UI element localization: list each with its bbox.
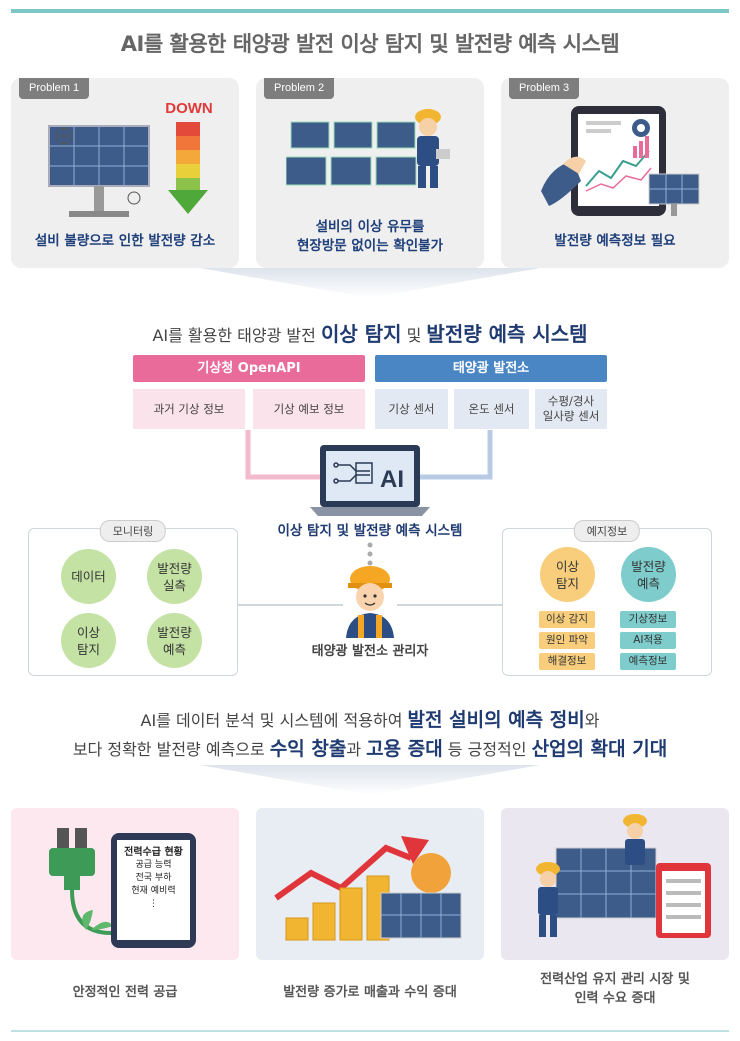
benefit-caption: 전력산업 유지 관리 시장 및 인력 수요 증대 <box>501 970 729 1008</box>
connector-left <box>238 604 343 606</box>
data-flow-connectors <box>245 430 493 480</box>
summary-text: AI를 데이터 분석 및 시스템에 적용하여 <box>140 711 408 730</box>
caption-line: 전력산업 유지 관리 시장 및 <box>540 972 690 987</box>
benefit-caption: 발전량 증가로 매출과 수익 증대 <box>283 985 457 1000</box>
bottom-divider <box>11 1030 729 1032</box>
circle-line: 탐지 <box>555 575 579 591</box>
benefit-card-2 <box>256 808 484 960</box>
summary-line-2: 보다 정확한 발전량 예측으로 수익 창출과 고용 증대 등 긍정적인 산업의 … <box>0 734 740 761</box>
funnel-arrow <box>200 765 540 795</box>
pill-weather: 기상정보 <box>620 611 676 628</box>
source-item: 수평/경사 일사량 센서 <box>535 389 607 429</box>
broken-solar-panel-illustration: DOWN <box>48 100 213 217</box>
solar-field-worker-illustration <box>286 109 450 188</box>
source-kma-openapi: 기상청 OpenAPI <box>133 355 365 382</box>
monitoring-tag: 모니터링 <box>99 520 167 542</box>
tablet-line: ⋮ <box>149 899 158 909</box>
problem-tag: Problem 1 <box>19 78 90 99</box>
circle-line: 이상 <box>555 558 579 574</box>
summary-bold: 고용 증대 <box>366 738 443 760</box>
benefit-card-1: 전력수급 현황 공급 능력 전국 부하 현재 예비력 ⋮ <box>11 808 239 960</box>
circle-data: 데이터 <box>61 549 116 604</box>
circle-line: 탐지 <box>76 641 100 657</box>
problem-card-2: Problem 2 설비의 이상 유무를 현장방문 없이는 확인불가 <box>256 78 484 268</box>
workers-maintenance-illustration <box>536 814 711 938</box>
top-divider <box>11 9 729 13</box>
manager-label: 태양광 발전소 관리자 <box>311 644 429 659</box>
tablet-screen: 전력수급 현황 공급 능력 전국 부하 현재 예비력 ⋮ <box>117 846 190 911</box>
tablet-line: 공급 능력 <box>135 860 172 870</box>
ai-laptop-icon: AI <box>310 445 430 516</box>
source-item-line: 일사량 센서 <box>542 409 600 423</box>
circle-line: 이상 <box>76 624 100 640</box>
forecast-tag: 예지정보 <box>573 520 641 542</box>
summary-text: 와 <box>584 711 600 730</box>
caption-line: 현장방문 없이는 확인불가 <box>296 238 444 254</box>
summary-bold: 수익 창출 <box>269 738 347 760</box>
problem-caption: 설비의 이상 유무를 현장방문 없이는 확인불가 <box>256 218 484 256</box>
benefit-caption: 안정적인 전력 공급 <box>72 985 178 1000</box>
problem-card-3: Problem 3 발전량 예측정보 필요 <box>501 78 729 268</box>
circle-line: 실측 <box>162 577 186 593</box>
benefit-card-3 <box>501 808 729 960</box>
source-item: 기상 센서 <box>375 389 448 429</box>
problem-tag: Problem 3 <box>509 78 580 99</box>
summary-text: 보다 정확한 발전량 예측으로 <box>72 740 270 759</box>
problem-tag: Problem 2 <box>264 78 335 99</box>
power-plug-tablet-illustration <box>49 828 196 948</box>
circle-line: 예측 <box>636 575 660 591</box>
system-subtitle: AI를 활용한 태양광 발전 이상 탐지 및 발전량 예측 시스템 <box>0 318 740 347</box>
revenue-growth-illustration <box>274 836 462 941</box>
source-item-line: 수평/경사 <box>547 394 595 408</box>
pill-ai: AI적용 <box>620 632 676 649</box>
circle-line: 발전량 <box>157 624 192 640</box>
circle-line: 발전량 <box>157 560 192 576</box>
problem-caption: 발전량 예측정보 필요 <box>554 233 676 249</box>
pill-forecast-info: 예측정보 <box>620 653 676 670</box>
subtitle-text: AI를 활용한 태양광 발전 <box>152 326 321 345</box>
source-item: 과거 기상 정보 <box>133 389 245 429</box>
pill-anomaly-detect: 이상 감지 <box>539 611 595 628</box>
circle-line: 예측 <box>162 641 186 657</box>
source-solar-plant: 태양광 발전소 <box>375 355 607 382</box>
pill-cause: 원인 파악 <box>539 632 595 649</box>
funnel-arrow <box>200 268 540 298</box>
summary-text: 등 긍정적인 <box>442 740 532 759</box>
summary-bold: 산업의 확대 기대 <box>531 738 668 760</box>
caption-line: 인력 수요 증대 <box>574 991 656 1006</box>
pill-solution: 해결정보 <box>539 653 595 670</box>
source-item: 기상 예보 정보 <box>253 389 365 429</box>
circle-line: 발전량 <box>631 558 666 574</box>
summary-bold: 발전 설비의 예측 정비 <box>407 709 585 731</box>
laptop-ai-text: AI <box>380 466 404 493</box>
tablet-line: 현재 예비력 <box>131 886 176 896</box>
tablet-line: 전국 부하 <box>135 873 172 883</box>
connector-right <box>397 604 502 606</box>
summary-text: 과 <box>346 740 367 759</box>
summary-line-1: AI를 데이터 분석 및 시스템에 적용하여 발전 설비의 예측 정비와 <box>0 705 740 732</box>
subtitle-bold: 발전량 예측 시스템 <box>426 322 588 346</box>
dotted-connector <box>367 542 373 566</box>
subtitle-text: 및 <box>401 326 427 345</box>
tablet-analytics-illustration <box>541 106 700 216</box>
plant-manager-avatar <box>346 566 394 638</box>
problem-caption: 설비 불량으로 인한 발전량 감소 <box>34 233 216 249</box>
page-title: AI를 활용한 태양광 발전 이상 탐지 및 발전량 예측 시스템 <box>120 32 620 56</box>
problem-card-1: Problem 1 DOWN <box>11 78 239 268</box>
source-item: 온도 센서 <box>454 389 529 429</box>
tablet-line: 전력수급 현황 <box>124 847 183 858</box>
problem-cards: Problem 1 DOWN <box>11 78 729 268</box>
down-badge: DOWN <box>165 100 213 117</box>
caption-line: 설비의 이상 유무를 <box>315 219 425 235</box>
system-label: 이상 탐지 및 발전량 예측 시스템 <box>277 523 463 539</box>
subtitle-bold: 이상 탐지 <box>320 322 402 346</box>
